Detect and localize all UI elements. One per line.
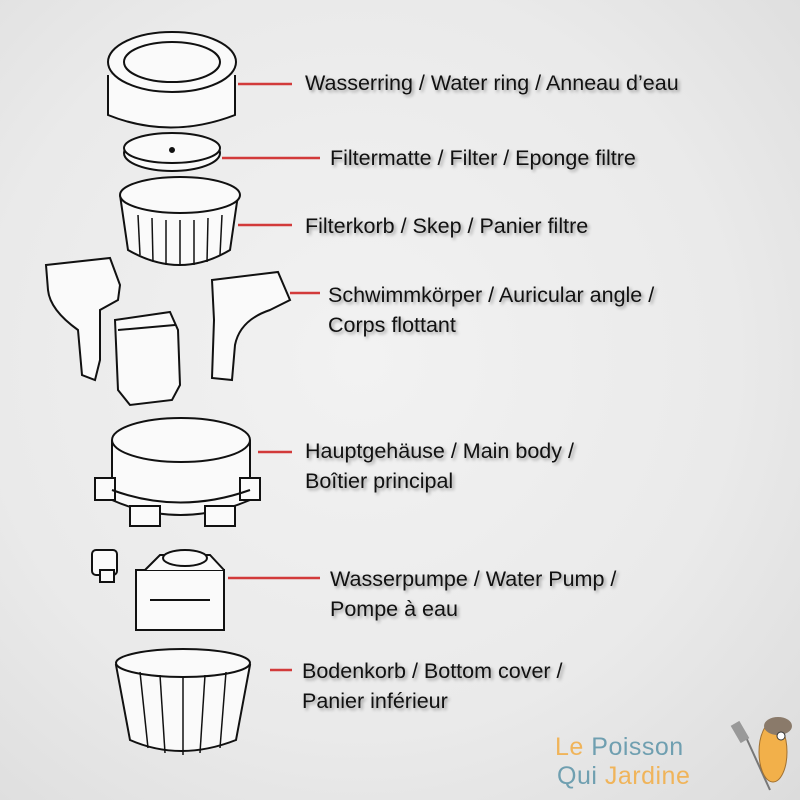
- water-pump-part: [91, 549, 225, 631]
- label-line: Bodenkorb / Bottom cover /: [302, 659, 563, 683]
- filter-mat-part: [123, 132, 221, 172]
- label-line: Hauptgehäuse / Main body /: [305, 439, 574, 463]
- water-ring-part: [107, 31, 237, 129]
- logo-word: Qui: [557, 762, 598, 790]
- bottom-basket-part: [114, 648, 252, 755]
- logo-word: Poisson: [591, 733, 684, 761]
- main-body-part: [94, 417, 261, 527]
- label-line: Pompe à eau: [330, 597, 458, 621]
- label-float-body: Schwimmkörper / Auricular angle / Corps f…: [328, 280, 654, 340]
- float-body-part: [44, 256, 292, 407]
- fish-mascot-logo: [730, 717, 792, 791]
- label-filter-basket: Filterkorb / Skep / Panier filtre: [305, 211, 588, 241]
- label-main-body: Hauptgehäuse / Main body / Boîtier princi…: [305, 436, 574, 496]
- label-water-pump: Wasserpumpe / Water Pump / Pompe à eau: [330, 564, 616, 624]
- label-line: Filtermatte / Filter / Eponge filtre: [330, 146, 636, 170]
- label-filter-mat: Filtermatte / Filter / Eponge filtre: [330, 143, 636, 173]
- label-line: Corps flottant: [328, 313, 456, 337]
- label-bottom-cover: Bodenkorb / Bottom cover / Panier inférie…: [302, 656, 563, 716]
- filter-basket-part: [119, 176, 241, 266]
- leader-lines: [222, 82, 320, 672]
- label-line: Boîtier principal: [305, 469, 454, 493]
- label-line: Filterkorb / Skep / Panier filtre: [305, 214, 589, 238]
- brand-logo-text: Le Poisson Qui Jardine: [555, 733, 690, 791]
- label-water-ring: Wasserring / Water ring / Anneau d’eau: [305, 68, 679, 98]
- logo-word: Le: [555, 733, 584, 761]
- label-line: Panier inférieur: [302, 689, 448, 713]
- label-line: Schwimmkörper / Auricular angle /: [328, 283, 655, 307]
- label-line: Wasserpumpe / Water Pump /: [330, 567, 617, 591]
- label-line: Wasserring / Water ring / Anneau d’eau: [305, 71, 679, 95]
- logo-word: Jardine: [604, 762, 691, 790]
